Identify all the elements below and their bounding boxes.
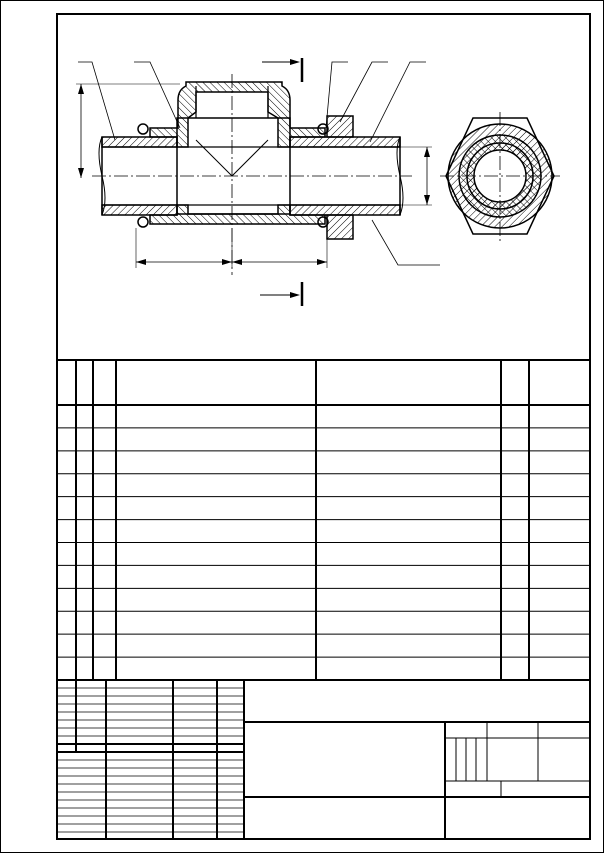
seal-ring-left-bottom (137, 216, 149, 228)
dim-arrow-bottom-center-r (232, 259, 242, 265)
spec-table (57, 359, 590, 680)
leader-1 (78, 61, 116, 141)
inner-frame (56, 13, 591, 840)
section-mark-top-arrowhead (290, 59, 300, 65)
leader-6 (371, 219, 440, 266)
cone-line-right (231, 139, 269, 177)
cone-line-left (195, 139, 233, 177)
front-section-view (76, 58, 440, 306)
leader-4 (339, 61, 388, 123)
tee-cavity (176, 117, 291, 215)
section-mark-bottom-arrowhead (290, 292, 300, 298)
seal-ring-right-top (317, 123, 329, 135)
dim-arrow-right-bottom (424, 195, 430, 205)
seal-ring-right-bottom (317, 216, 329, 228)
right-pipe-wall-bottom (289, 204, 401, 216)
lock-nut-bottom (326, 214, 354, 240)
spec-row-lines (57, 427, 590, 658)
leader-2 (134, 61, 181, 129)
leader-3 (325, 61, 348, 129)
dim-arrow-bottom-left (136, 259, 146, 265)
left-pipe-wall-bottom (101, 204, 178, 216)
lock-nut-top (326, 115, 354, 138)
leader-5 (369, 61, 426, 143)
right-pipe-wall-top (289, 136, 401, 148)
seal-ring-left-top (137, 123, 149, 135)
side-view (440, 112, 560, 242)
left-pipe-wall-top (101, 136, 178, 148)
dim-arrow-bottom-right (317, 259, 327, 265)
title-block-left-rows (57, 687, 244, 833)
title-block (57, 679, 590, 839)
dim-arrow-left-top (78, 84, 84, 94)
dim-arrow-bottom-center-l (222, 259, 232, 265)
dim-arrow-left-bottom (78, 168, 84, 178)
dim-arrow-right-top (424, 147, 430, 157)
